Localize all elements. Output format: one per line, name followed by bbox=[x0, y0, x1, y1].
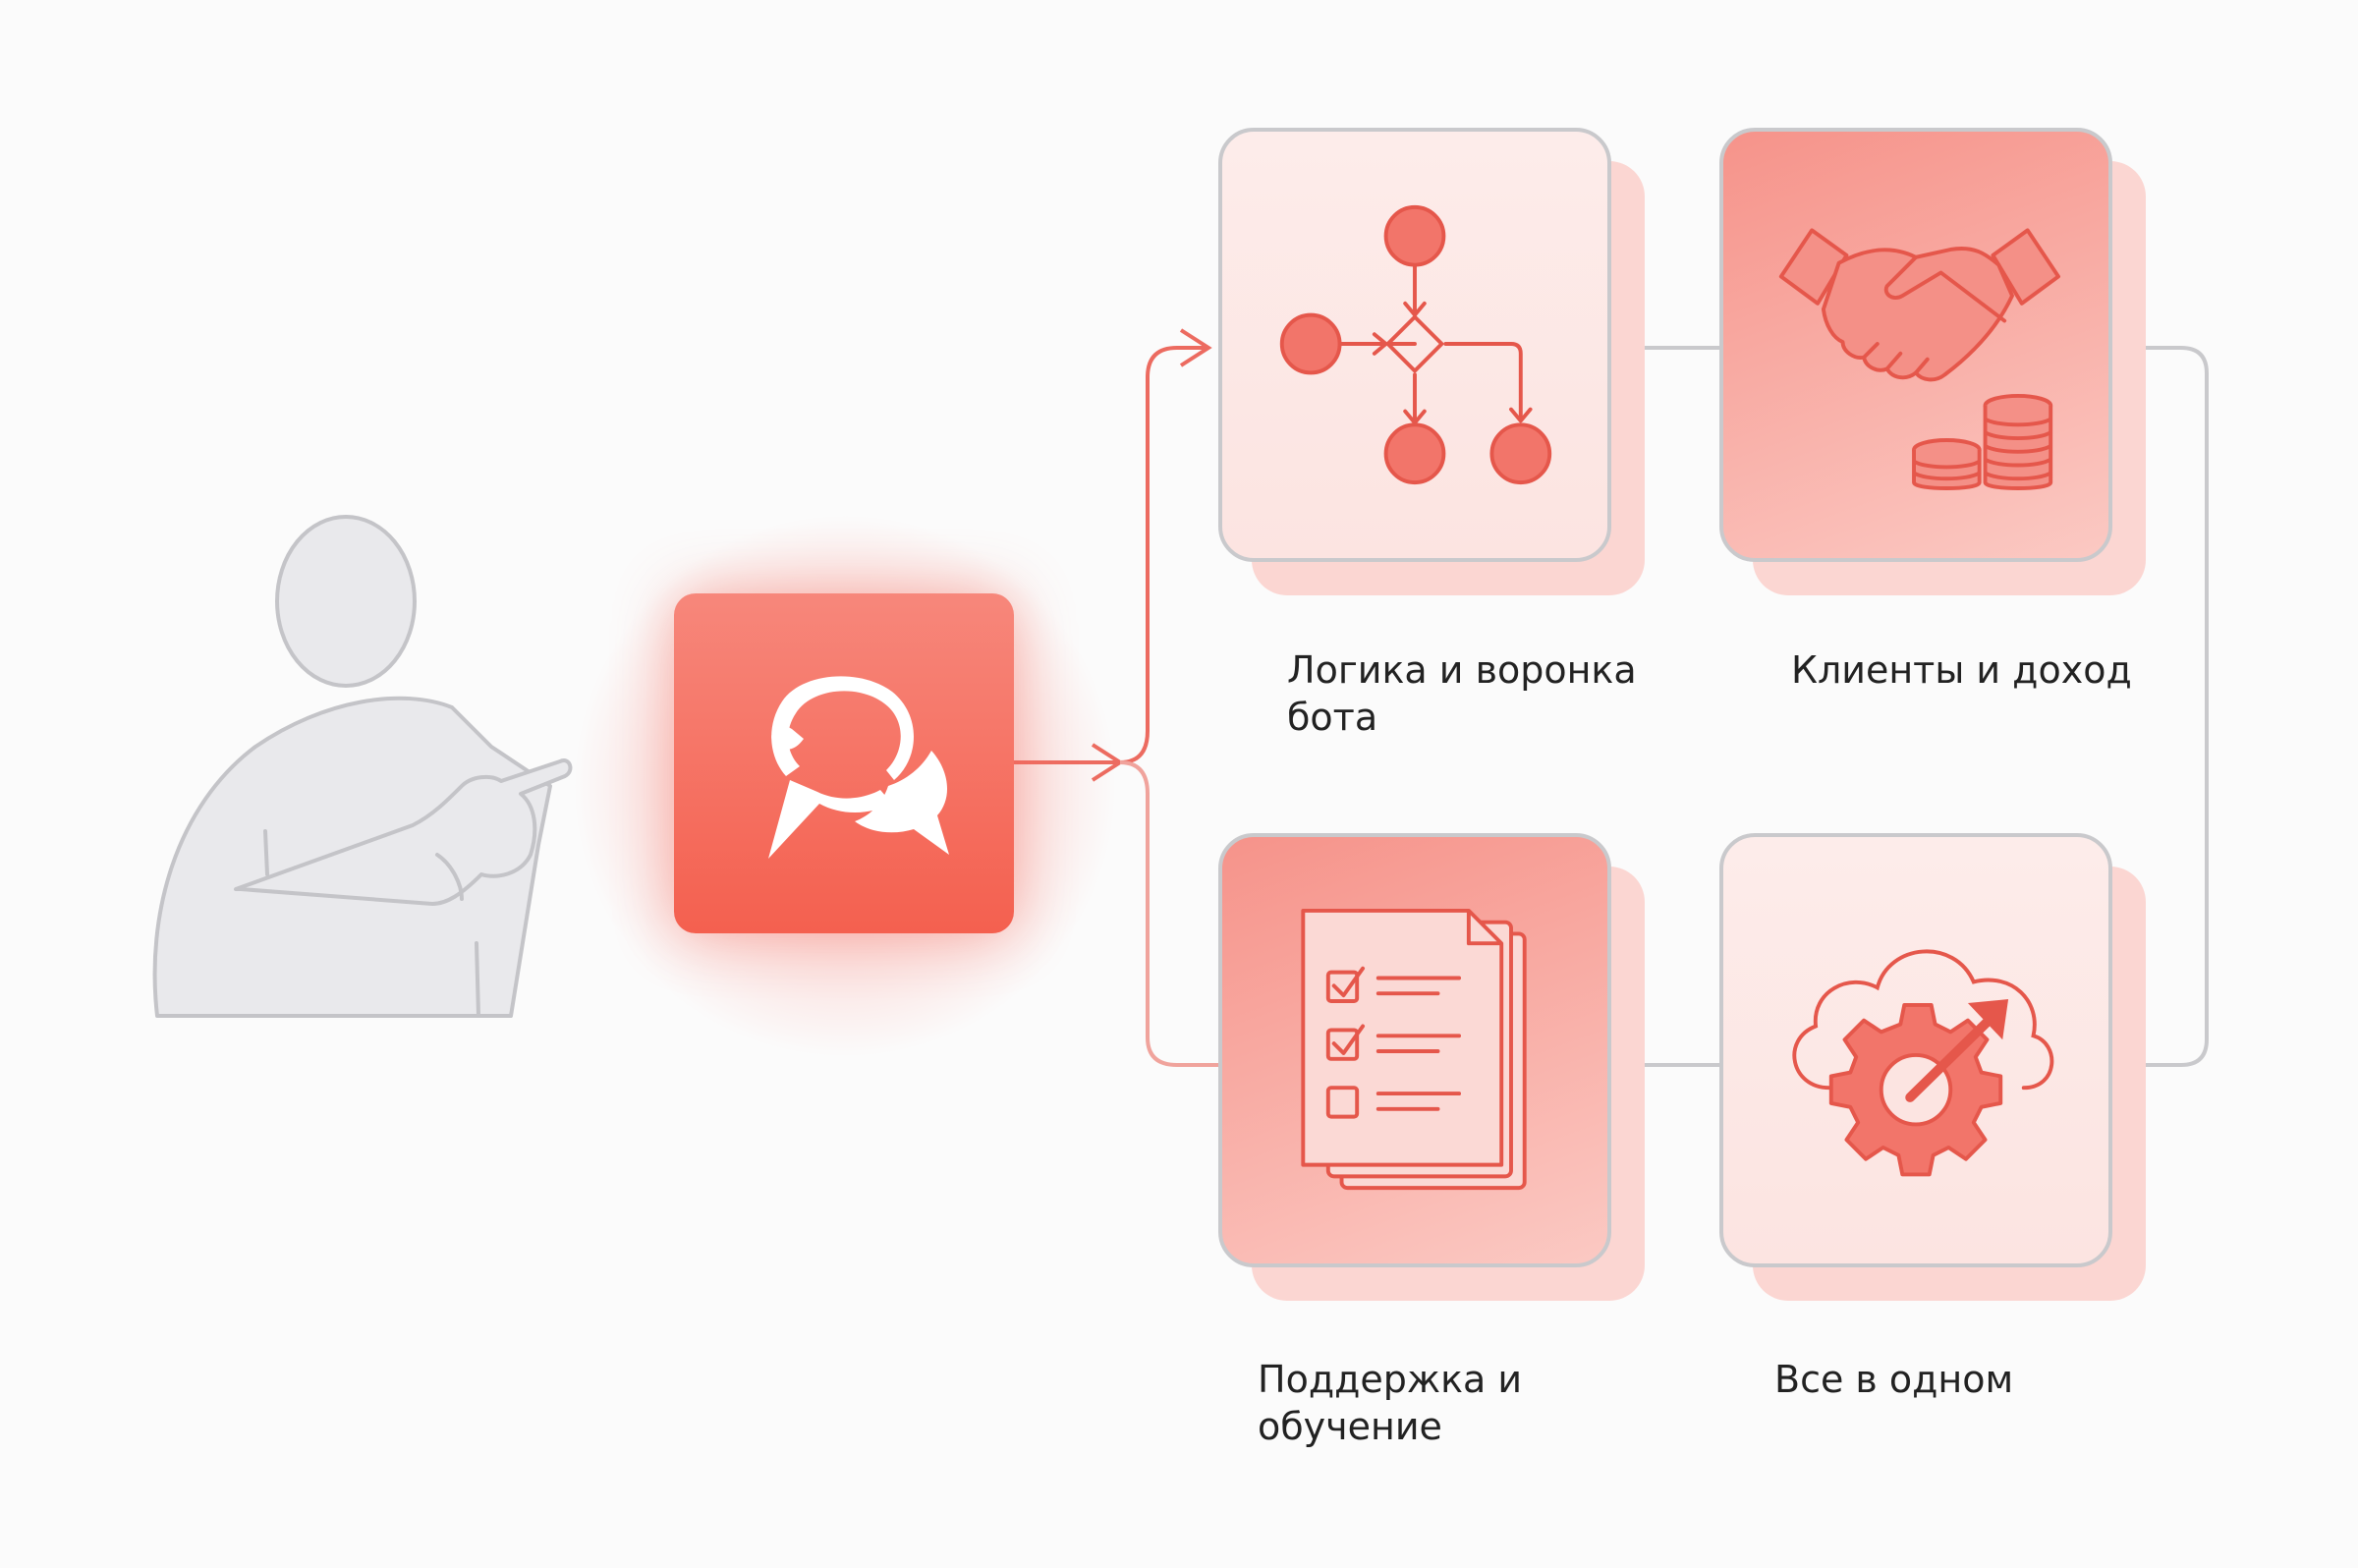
card-logic-label: Логика и воронка бота bbox=[1287, 648, 1637, 739]
handshake-coins-icon bbox=[1719, 128, 2112, 562]
chat-bubbles-logo-icon bbox=[674, 593, 1014, 933]
checklist-documents-icon bbox=[1218, 833, 1611, 1267]
flowchart-icon bbox=[1218, 128, 1611, 562]
card-support bbox=[1218, 833, 1645, 1301]
card-clients-label: Клиенты и доход bbox=[1791, 648, 2132, 692]
card-allinone bbox=[1719, 833, 2146, 1301]
card-support-label: Поддержка и обучение bbox=[1258, 1358, 1523, 1448]
cloud-gear-icon bbox=[1719, 833, 2112, 1267]
card-clients bbox=[1719, 128, 2146, 595]
card-logic bbox=[1218, 128, 1645, 595]
card-allinone-label: Все в одном bbox=[1774, 1358, 2014, 1401]
